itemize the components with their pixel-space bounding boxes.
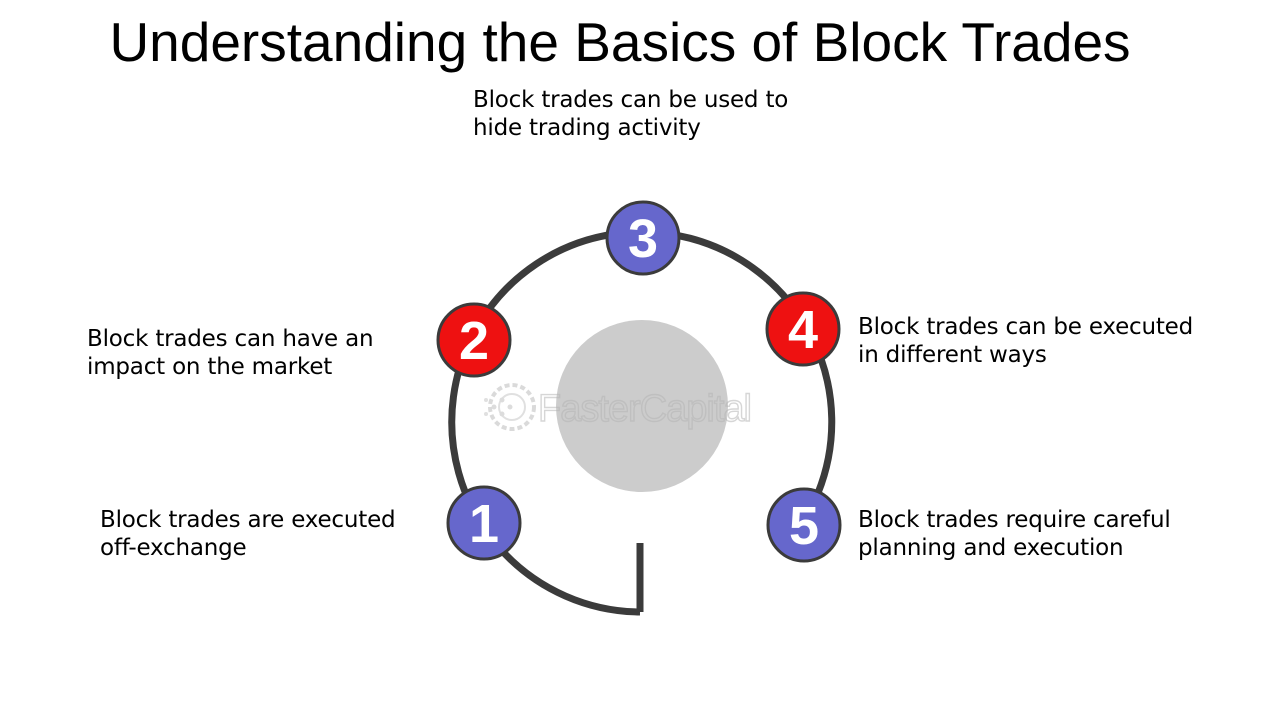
node-number: 1 — [469, 494, 499, 554]
description-line: impact on the market — [87, 354, 333, 380]
node-4-description: Block trades can be executed in differen… — [858, 313, 1193, 369]
description-line: Block trades require careful — [858, 507, 1171, 533]
node-5-description: Block trades require careful planning an… — [858, 506, 1171, 562]
node-1: 1 — [446, 485, 522, 561]
node-number: 2 — [459, 311, 489, 371]
node-2: 2 — [436, 302, 512, 378]
node-2-description: Block trades can have an impact on the m… — [87, 325, 374, 381]
node-number: 4 — [788, 300, 818, 360]
node-number: 3 — [628, 209, 658, 269]
node-1-description: Block trades are executed off-exchange — [100, 506, 396, 562]
watermark: FasterCapital — [484, 383, 753, 431]
node-3: 3 — [605, 200, 681, 276]
node-3-description: Block trades can be used to hide trading… — [473, 86, 788, 142]
description-line: Block trades are executed — [100, 507, 396, 533]
description-line: Block trades can have an — [87, 326, 374, 352]
node-4: 4 — [765, 291, 841, 367]
watermark-text: FasterCapital — [538, 388, 751, 430]
node-5: 5 — [766, 487, 842, 563]
gear-icon — [484, 383, 536, 431]
node-number: 5 — [789, 496, 819, 556]
description-line: hide trading activity — [473, 115, 701, 141]
page-title: Understanding the Basics of Block Trades — [109, 11, 1131, 73]
description-line: planning and execution — [858, 535, 1124, 561]
center-circle — [556, 320, 728, 492]
description-line: Block trades can be executed — [858, 314, 1194, 340]
description-line: Block trades can be used to — [473, 87, 789, 113]
description-line: off-exchange — [100, 535, 247, 561]
description-line: in different ways — [858, 342, 1047, 368]
